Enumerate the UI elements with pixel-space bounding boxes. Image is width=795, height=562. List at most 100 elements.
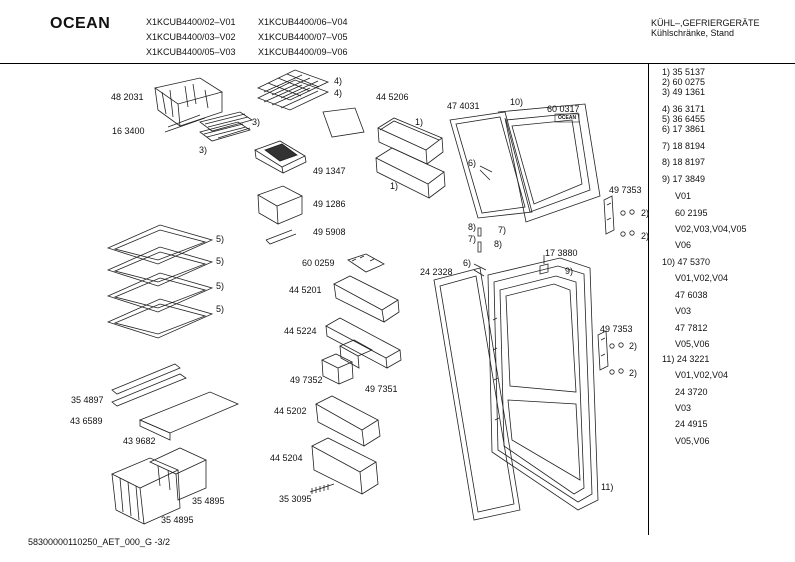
egg-holder-drawing xyxy=(347,253,385,273)
glass-shelf-drawing xyxy=(106,246,214,287)
callout-number: 2) xyxy=(641,208,650,218)
hinge-drawing xyxy=(597,330,624,375)
legend-entry: V06 xyxy=(675,240,692,250)
scraper-drawing xyxy=(164,117,206,133)
part-label: 17 3880 xyxy=(545,248,578,258)
callout-number: 7) xyxy=(498,225,507,235)
legend-entry: 8) 18 8197 xyxy=(662,157,706,167)
comb-drawing xyxy=(309,483,335,494)
clip-drawing xyxy=(265,229,297,245)
part-label: 24 2328 xyxy=(420,267,453,277)
model-number: X1KCUB4400/07–V05 xyxy=(258,32,348,42)
callout-number: 8) xyxy=(468,222,477,232)
legend-entry: 60 2195 xyxy=(675,208,708,218)
small-ice-tray-drawing xyxy=(199,111,253,142)
callout-number: 7) xyxy=(468,234,477,244)
part-label: 49 7353 xyxy=(600,324,633,334)
category-line: KÜHL–,GEFRIERGERÄTE xyxy=(651,18,760,28)
door-logo: OCEAN xyxy=(558,115,577,121)
callout-number: 3) xyxy=(252,117,261,127)
fridge-door-drawing xyxy=(487,257,599,511)
part-label: 60 0317 xyxy=(547,104,580,114)
legend-entry: 24 4915 xyxy=(675,419,708,429)
door-shelf-drawing xyxy=(315,395,381,447)
part-label: 43 9682 xyxy=(123,436,156,446)
part-label: 49 1286 xyxy=(313,199,346,209)
callout-number: 2) xyxy=(629,368,638,378)
model-number: X1KCUB4400/09–V06 xyxy=(258,47,348,57)
part-label: 44 5204 xyxy=(270,453,303,463)
legend-entry: 4) 36 3171 xyxy=(662,104,706,114)
leader-line xyxy=(473,263,487,277)
part-label: 49 7353 xyxy=(609,185,642,195)
part-label: 44 5202 xyxy=(274,406,307,416)
freezer-door-gasket-drawing xyxy=(449,111,533,219)
legend-entry: 7) 18 8194 xyxy=(662,141,706,151)
part-label: 35 4895 xyxy=(192,496,225,506)
crisper-drawer-drawing xyxy=(111,457,181,525)
part-label: 47 4031 xyxy=(447,101,480,111)
part-label: 35 4897 xyxy=(71,395,104,405)
category-title: KÜHL–,GEFRIERGERÄTE Kühlschränke, Stand xyxy=(651,18,760,38)
part-label: 49 7352 xyxy=(290,375,323,385)
part-label: 49 5908 xyxy=(313,227,346,237)
callout-number: 8) xyxy=(494,239,503,249)
callout-number: 6) xyxy=(463,258,472,268)
legend-divider xyxy=(648,63,649,535)
legend-entry: 6) 17 3861 xyxy=(662,124,706,134)
legend-entry: V01,V02,V04 xyxy=(675,273,729,283)
legend-entry: 10) 47 5370 xyxy=(662,257,711,267)
callout-number: 4) xyxy=(334,88,343,98)
cover-plate-drawing xyxy=(322,107,365,138)
callout-number: 5) xyxy=(216,234,225,244)
legend-entry: 11) 24 3221 xyxy=(662,354,710,364)
header-divider xyxy=(0,63,795,64)
callout-number: 3) xyxy=(199,145,208,155)
part-label: 44 5206 xyxy=(376,92,409,102)
legend-entry: 2) 60 0275 xyxy=(662,77,706,87)
model-number: X1KCUB4400/03–V02 xyxy=(146,32,236,42)
callout-number: 4) xyxy=(334,76,343,86)
door-shelf-drawing xyxy=(375,147,446,199)
model-number: X1KCUB4400/02–V01 xyxy=(146,17,236,27)
door-shelf-drawing xyxy=(377,117,444,165)
glass-shelf-drawing xyxy=(106,272,214,313)
strip-drawing xyxy=(111,363,187,407)
callout-number: 1) xyxy=(390,181,399,191)
part-label: 60 0259 xyxy=(302,258,335,268)
door-shelf-drawing xyxy=(333,275,400,323)
fridge-door-gasket-drawing xyxy=(433,267,521,521)
freezer-door-drawing xyxy=(497,103,601,223)
legend-entry: 3) 49 1361 xyxy=(662,87,706,97)
legend-entry: V05,V06 xyxy=(675,339,710,349)
legend-entry: V02,V03,V04,V05 xyxy=(675,224,747,234)
callout-number: 2) xyxy=(629,341,638,351)
small-part-drawing xyxy=(539,255,549,275)
legend-entry: V03 xyxy=(675,306,692,316)
legend-entry: 9) 17 3849 xyxy=(662,174,706,184)
crisper-cover-drawing xyxy=(138,391,240,441)
callout-number: 10) xyxy=(510,97,524,107)
callout-number: 5) xyxy=(216,304,225,314)
small-box-drawing xyxy=(339,339,373,369)
model-number: X1KCUB4400/06–V04 xyxy=(258,17,348,27)
callout-number: 11) xyxy=(601,482,614,492)
hinge-drawing xyxy=(603,195,635,237)
part-label: 16 3400 xyxy=(112,126,145,136)
brand-title: OCEAN xyxy=(50,15,111,32)
part-label: 35 4895 xyxy=(161,515,194,525)
glass-shelf-drawing xyxy=(106,298,214,339)
part-label: 49 1347 xyxy=(313,166,346,176)
model-number: X1KCUB4400/05–V03 xyxy=(146,47,236,57)
crisper-drawer-drawing xyxy=(149,447,207,501)
callout-number: 6) xyxy=(468,158,477,168)
small-box-drawing xyxy=(257,185,303,225)
leader-line xyxy=(167,114,201,128)
door-shelf-drawing xyxy=(311,437,379,495)
legend-entry: V05,V06 xyxy=(675,436,710,446)
part-label: 43 6589 xyxy=(70,416,103,426)
callout-number: 1) xyxy=(415,117,424,127)
callout-number: 5) xyxy=(216,281,225,291)
legend-entry: 5) 36 6455 xyxy=(662,114,706,124)
